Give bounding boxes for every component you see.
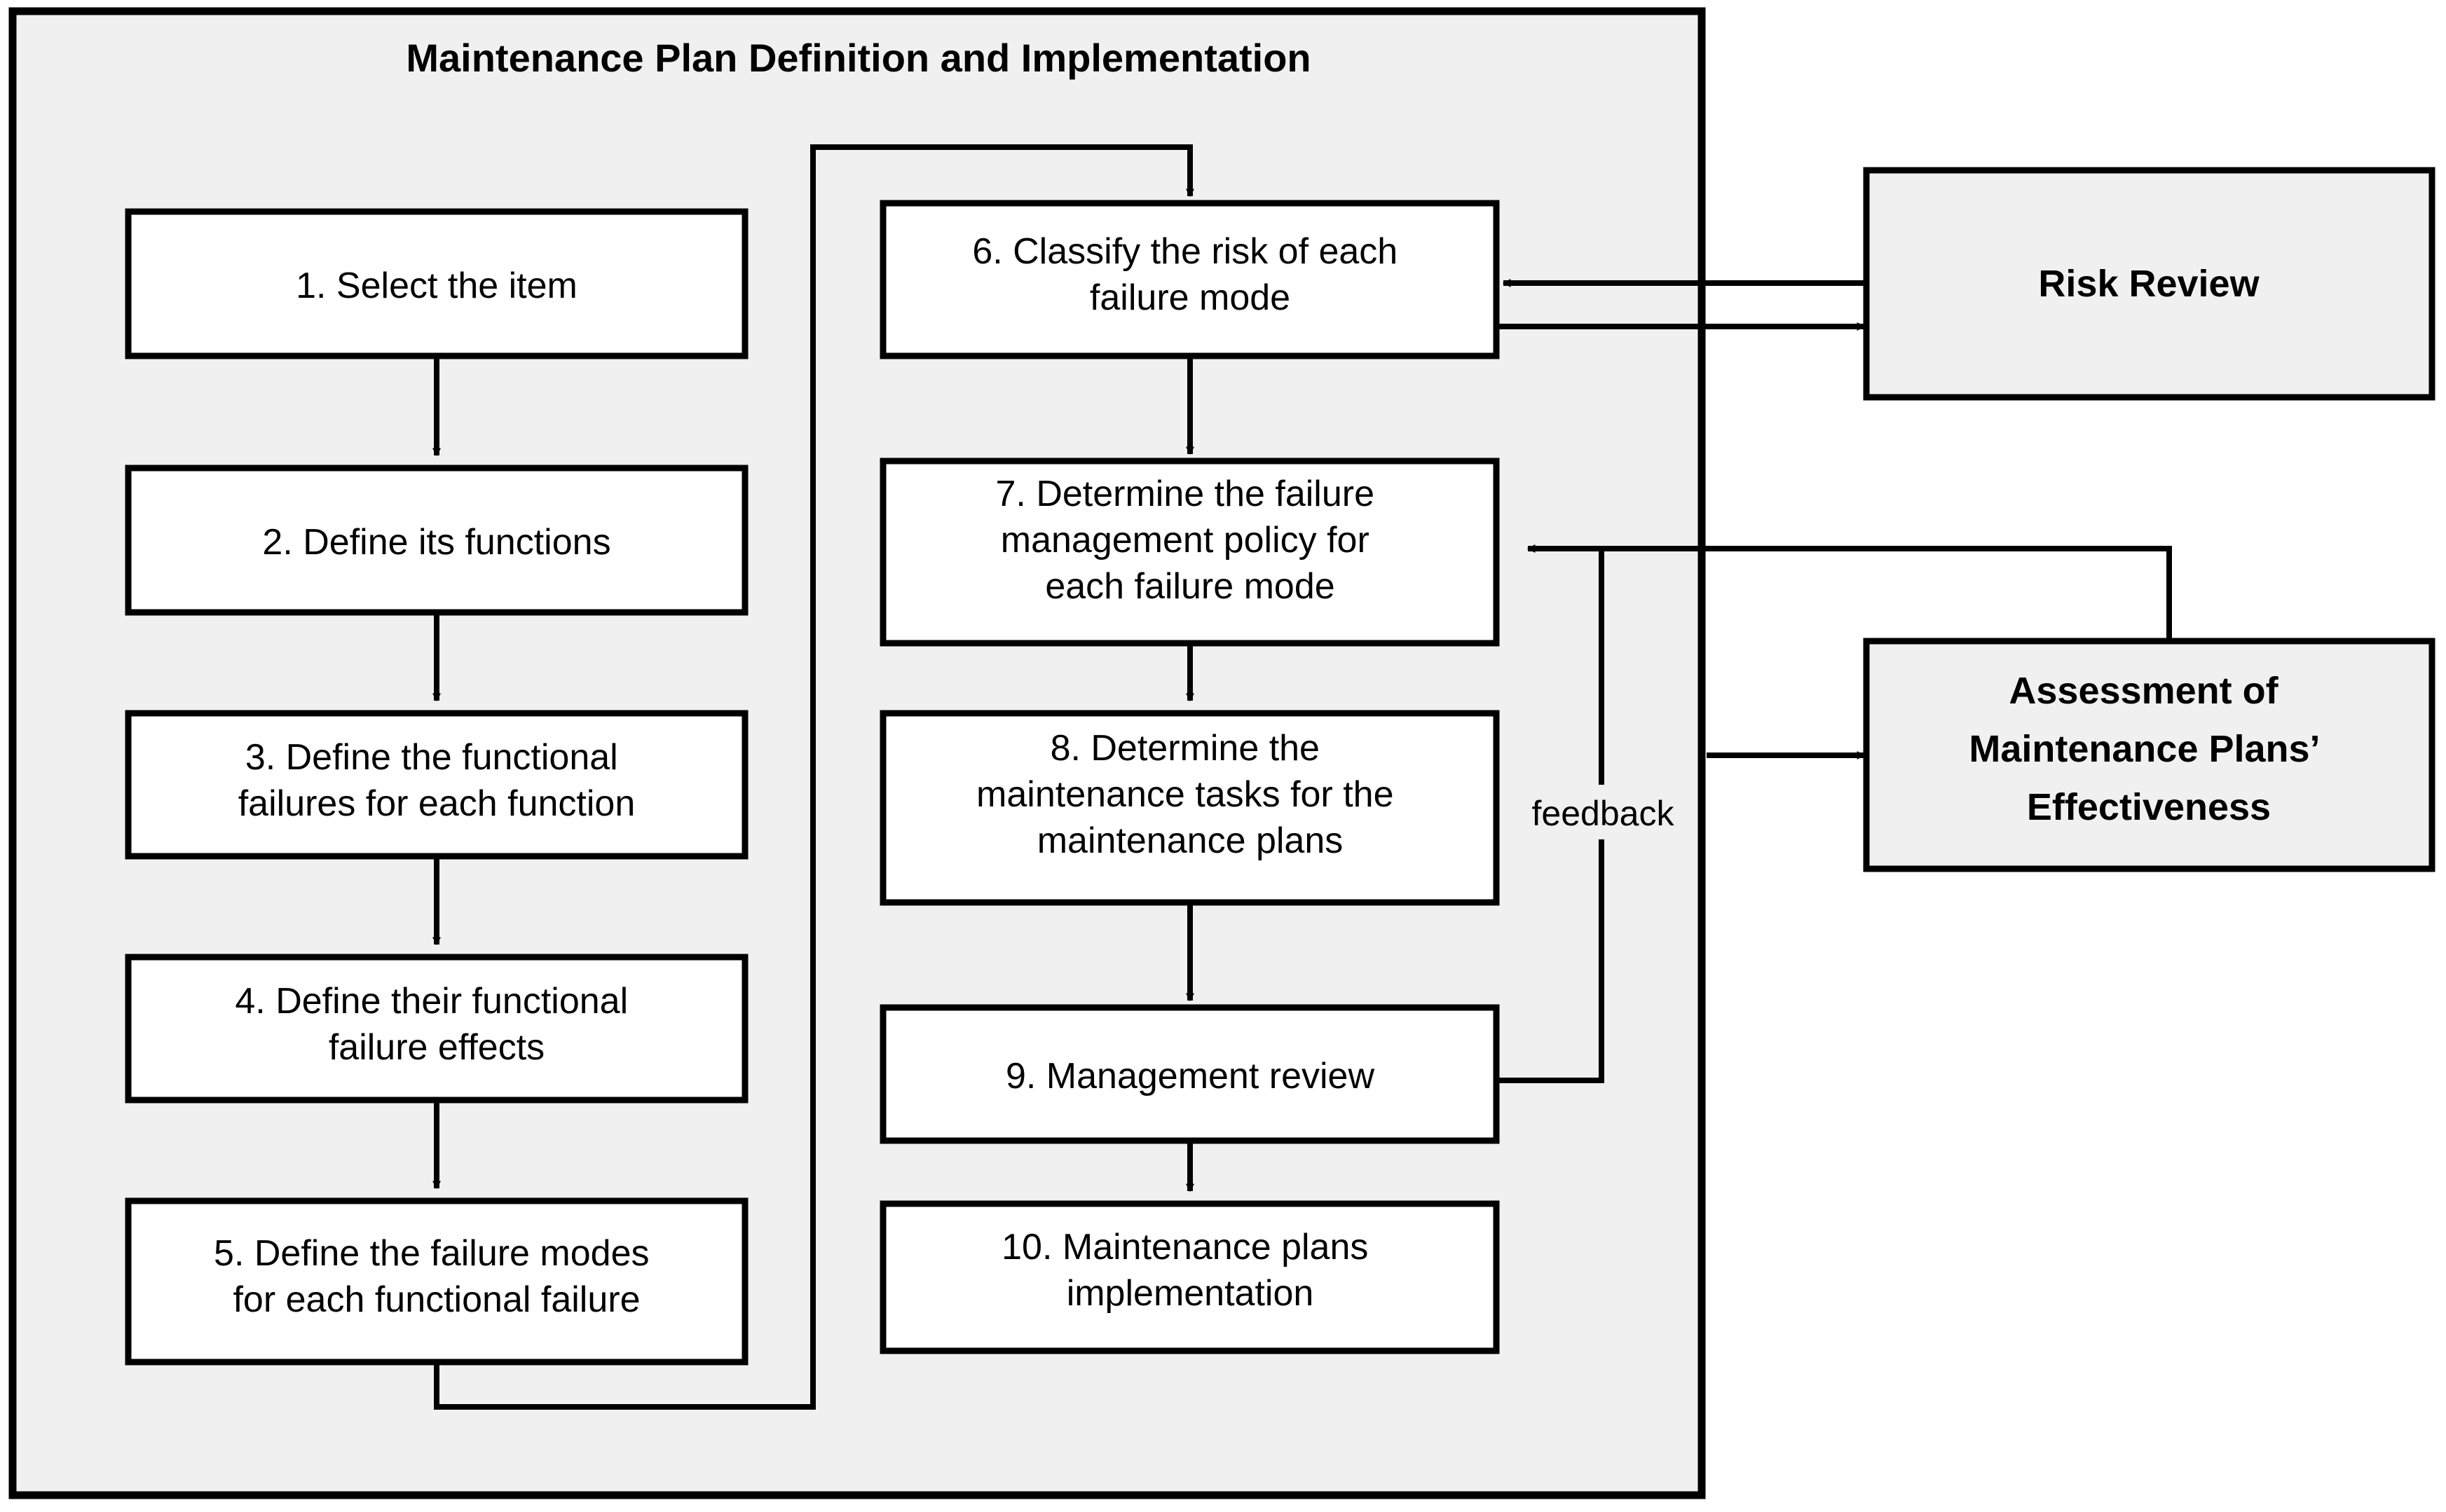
label-assessment-line2: Maintenance Plans’ — [1969, 728, 2318, 770]
label-assessment-line3: Effectiveness — [2027, 786, 2271, 828]
label-step7: 7. Determine the failure management poli… — [996, 474, 1385, 607]
feedback-label-bg — [1526, 785, 1679, 839]
label-step6-line1: 6. Classify the risk of each — [972, 231, 1398, 272]
edge-5-to-6-loop — [434, 144, 1194, 1410]
label-step4-line1: 4. Define their functional — [235, 981, 628, 1022]
label-step7-line1: 7. Determine the failure — [996, 474, 1375, 514]
label-step10-line2: implementation — [1067, 1273, 1314, 1314]
box-step2[interactable] — [125, 465, 749, 616]
label-risk-review: Risk Review — [2038, 263, 2260, 305]
label-step6-line2: failure mode — [1090, 277, 1290, 318]
label-risk-review-line1: Risk Review — [2038, 263, 2260, 305]
box-step7[interactable] — [880, 458, 1500, 647]
label-step6: 6. Classify the risk of each failure mod… — [972, 231, 1407, 318]
box-step10[interactable] — [880, 1200, 1500, 1354]
label-step2: 2. Define its functions — [262, 522, 610, 563]
box-step1[interactable] — [125, 208, 749, 359]
label-step8: 8. Determine the maintenance tasks for t… — [976, 728, 1404, 861]
label-assessment: Assessment of Maintenance Plans’ Effecti… — [1969, 670, 2328, 828]
label-step4: 4. Define their functional failure effec… — [235, 981, 638, 1068]
box-step6[interactable] — [880, 200, 1500, 359]
label-step5-line2: for each functional failure — [233, 1279, 640, 1320]
label-step5: 5. Define the failure modes for each fun… — [214, 1233, 660, 1320]
label-feedback: feedback — [1532, 794, 1675, 833]
label-step1: 1. Select the item — [296, 266, 578, 306]
label-step2-line1: 2. Define its functions — [262, 522, 610, 563]
label-step5-line1: 5. Define the failure modes — [214, 1233, 649, 1274]
label-step4-line2: failure effects — [329, 1027, 545, 1068]
label-step3-line1: 3. Define the functional — [245, 737, 618, 778]
label-assessment-line1: Assessment of — [2009, 670, 2278, 712]
label-step7-line3: each failure mode — [1045, 566, 1334, 607]
label-step3: 3. Define the functional failures for ea… — [238, 737, 636, 824]
box-step8[interactable] — [880, 710, 1500, 906]
box-step3[interactable] — [125, 710, 749, 860]
label-step9: 9. Management review — [1006, 1056, 1374, 1097]
box-step4[interactable] — [125, 954, 749, 1104]
edge-assessment-to-7 — [1528, 546, 2172, 639]
box-step5[interactable] — [125, 1197, 749, 1366]
label-step10-line1: 10. Maintenance plans — [1002, 1227, 1368, 1267]
label-step9-line1: 9. Management review — [1006, 1056, 1374, 1097]
box-risk-review[interactable] — [1863, 167, 2435, 401]
box-assessment[interactable] — [1863, 638, 2435, 872]
label-step8-line3: maintenance plans — [1037, 820, 1344, 861]
label-step8-line2: maintenance tasks for the — [976, 774, 1393, 815]
label-step10: 10. Maintenance plans implementation — [1002, 1227, 1379, 1314]
label-step3-line2: failures for each function — [238, 783, 636, 824]
label-step1-line1: 1. Select the item — [296, 266, 578, 306]
panel-title: Maintenance Plan Definition and Implemen… — [406, 36, 1311, 80]
label-step8-line1: 8. Determine the — [1051, 728, 1320, 769]
box-step9[interactable] — [880, 1004, 1500, 1144]
label-step7-line2: management policy for — [1001, 520, 1369, 561]
